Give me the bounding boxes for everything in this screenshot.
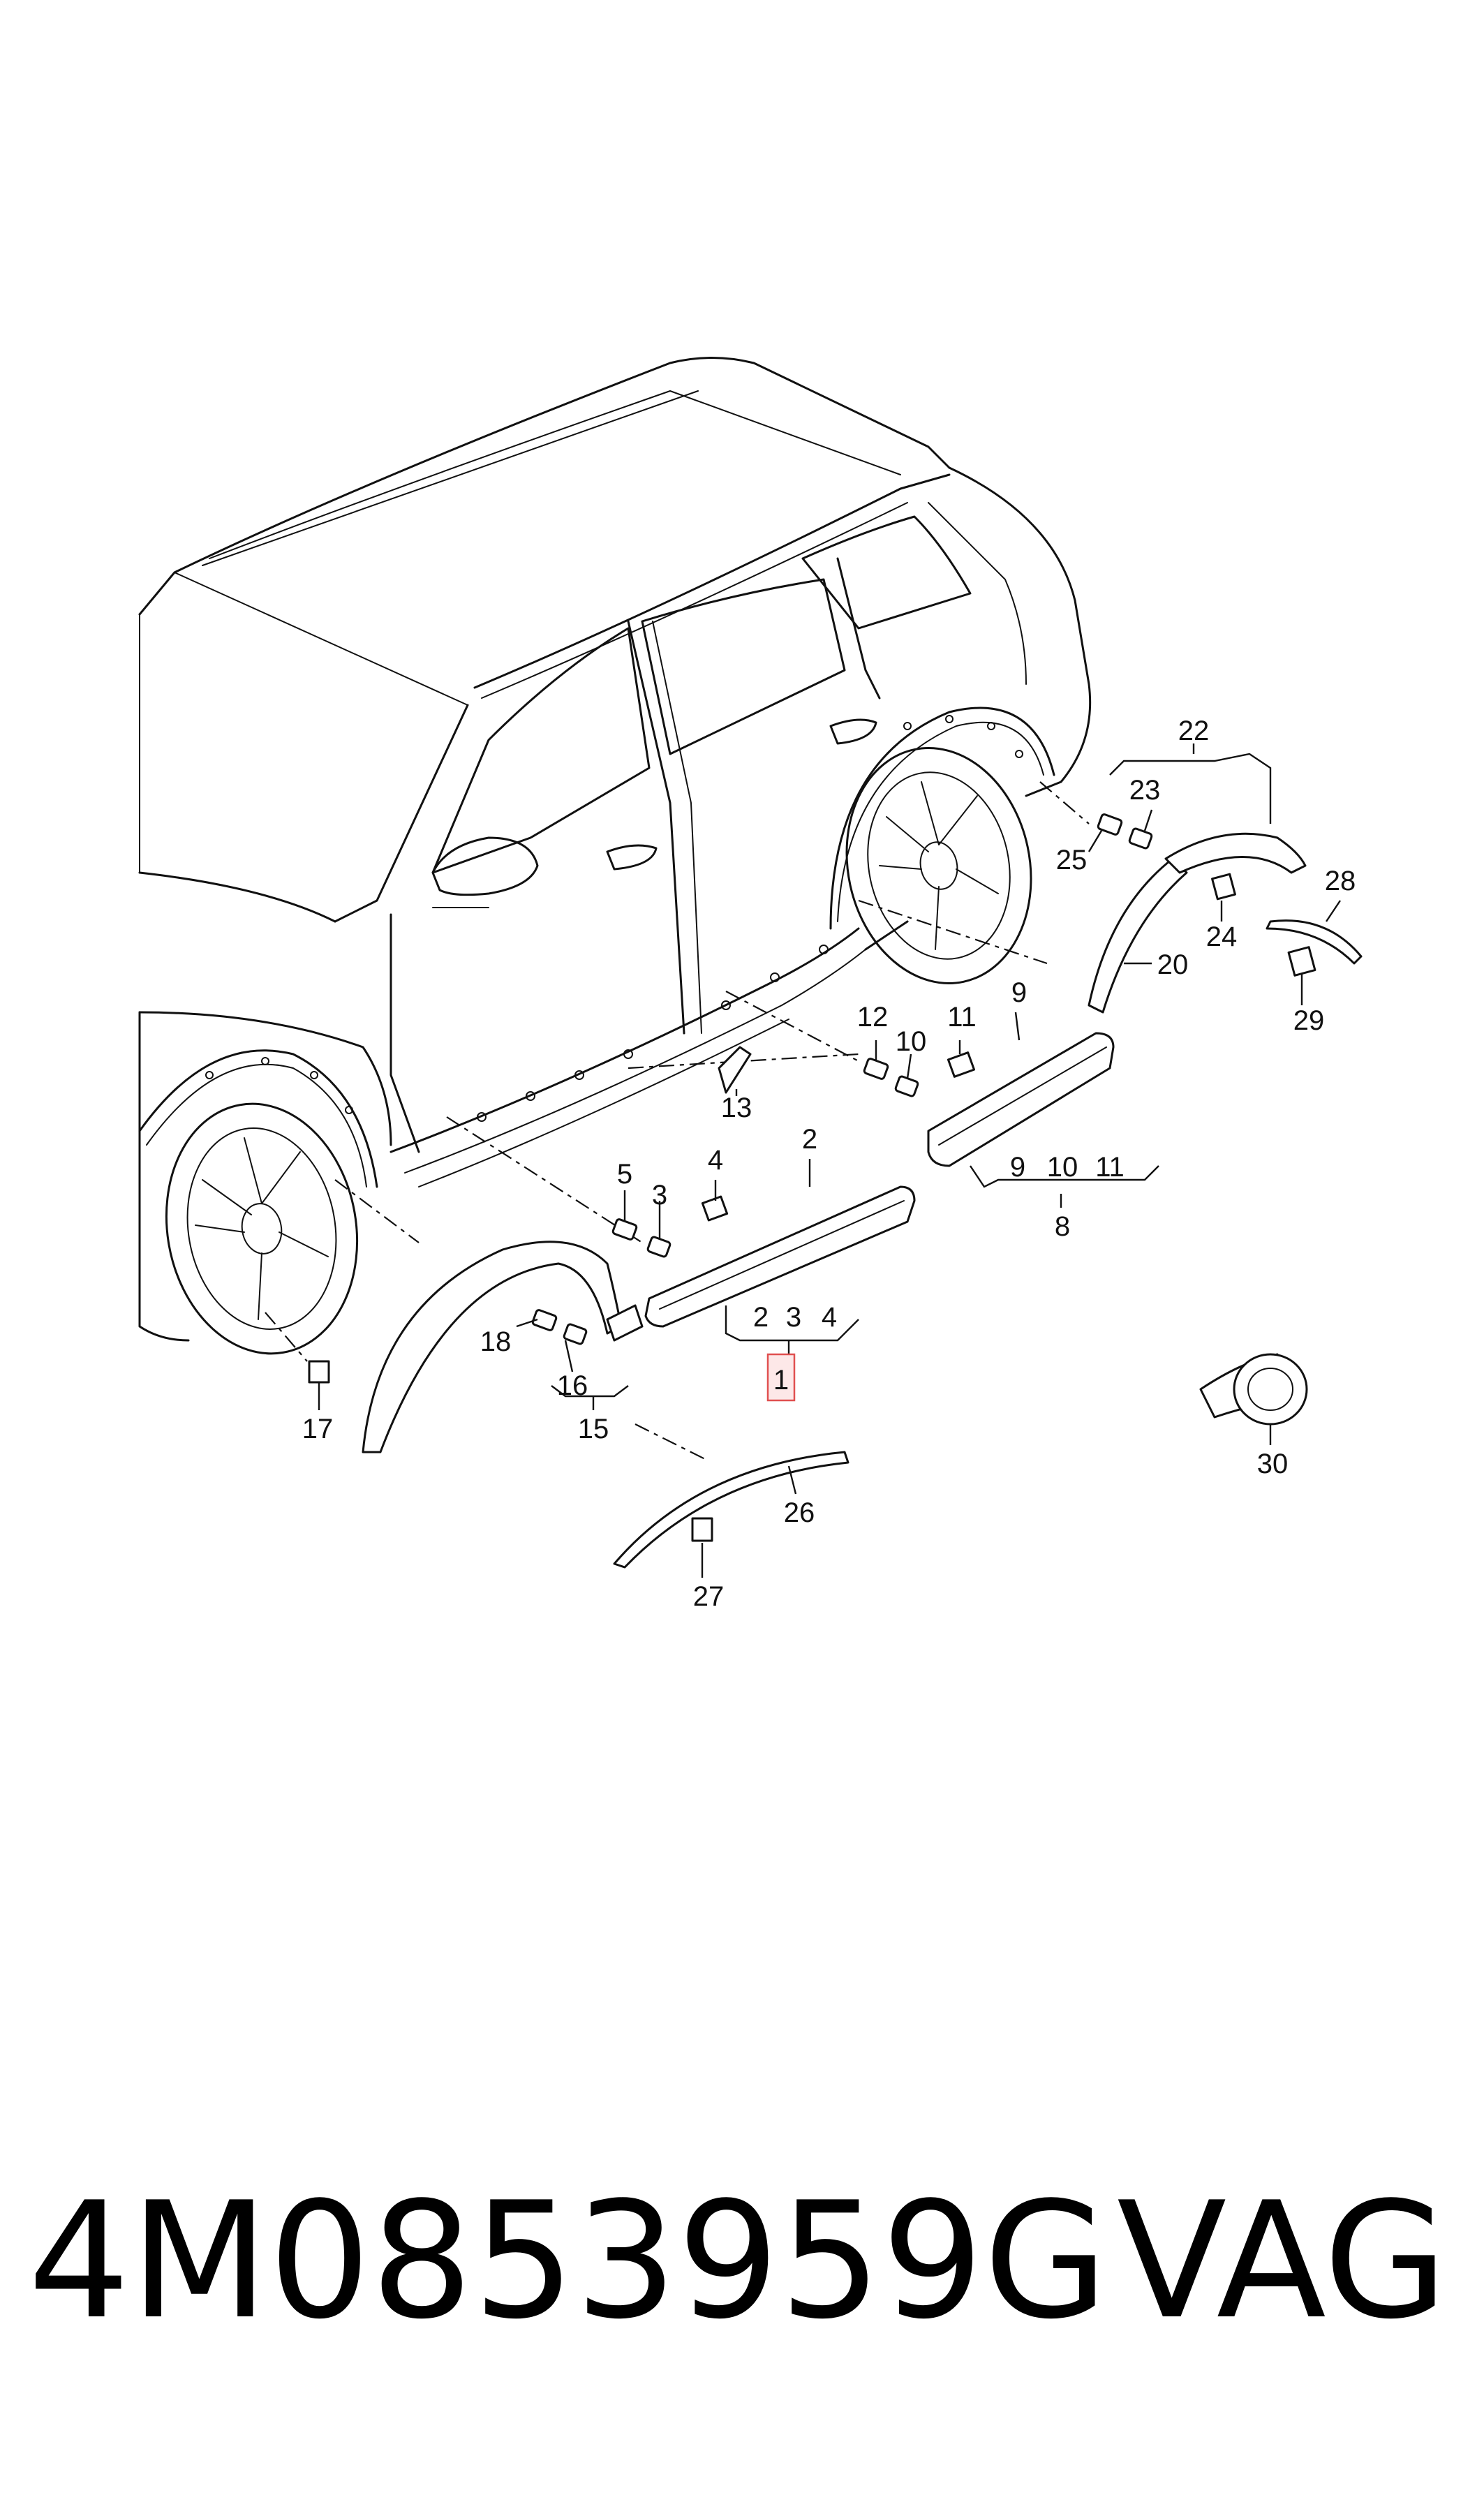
callout-27[interactable]: 27 <box>693 1581 725 1612</box>
parts <box>308 813 1363 1569</box>
callout-15[interactable]: 15 <box>578 1414 609 1444</box>
callout-28[interactable]: 28 <box>1325 866 1356 896</box>
leader-lines <box>318 743 1341 1578</box>
callout-9-a[interactable]: 9 <box>1011 977 1027 1008</box>
trim-strip-26 <box>613 1451 849 1569</box>
callout-13[interactable]: 13 <box>721 1093 752 1123</box>
callout-22[interactable]: 22 <box>1178 716 1210 746</box>
callout-labels: 22 23 25 28 24 20 29 12 10 11 9 13 2 4 9… <box>302 716 1356 1612</box>
callout-17[interactable]: 17 <box>302 1414 334 1444</box>
callout-4-b[interactable]: 4 <box>822 1302 837 1333</box>
callout-29[interactable]: 29 <box>1293 1005 1325 1036</box>
callout-1-highlight[interactable]: 1 <box>766 1353 796 1402</box>
part-number: 4M0853959G <box>28 2168 1108 2355</box>
rear-arch-trim-22 <box>1164 832 1307 874</box>
clip-27 <box>691 1517 713 1542</box>
clip-17 <box>308 1360 330 1384</box>
callout-8[interactable]: 8 <box>1055 1211 1070 1242</box>
callout-10-a[interactable]: 10 <box>896 1026 927 1057</box>
callout-30[interactable]: 30 <box>1257 1449 1289 1479</box>
callout-26[interactable]: 26 <box>784 1497 815 1528</box>
callout-10-b[interactable]: 10 <box>1047 1152 1078 1183</box>
door-moulding-rear-9 <box>927 1032 1115 1167</box>
highlight-box <box>766 1353 796 1402</box>
arch-end-piece <box>606 1304 644 1342</box>
callout-11-a[interactable]: 11 <box>947 1002 977 1033</box>
footer: 4M0853959G VAG <box>0 2171 1484 2353</box>
callout-9-b[interactable]: 9 <box>1010 1152 1025 1183</box>
callout-1[interactable]: 1 <box>773 1365 789 1396</box>
callout-18[interactable]: 18 <box>480 1326 512 1357</box>
trim-piece-13 <box>718 1046 752 1094</box>
callout-4-a[interactable]: 4 <box>708 1145 723 1176</box>
callout-11-b[interactable]: 11 <box>1095 1152 1125 1183</box>
tape-roll-30 <box>1199 1353 1308 1426</box>
trim-strip-28 <box>1266 919 1363 965</box>
callout-16[interactable]: 16 <box>557 1370 588 1401</box>
front-arch-trim-15 <box>362 1241 623 1453</box>
callout-23[interactable]: 23 <box>1129 775 1161 806</box>
rear-arch-trim-20 <box>1088 857 1188 1014</box>
callout-12[interactable]: 12 <box>857 1002 889 1033</box>
body-clip-holes <box>205 715 1023 1122</box>
clip-24 <box>1211 873 1236 901</box>
clip-11 <box>947 1051 976 1078</box>
callout-25[interactable]: 25 <box>1056 845 1088 875</box>
callout-2-b[interactable]: 2 <box>753 1302 769 1333</box>
callout-20[interactable]: 20 <box>1157 949 1189 980</box>
brand-label: VAG <box>1117 2168 1448 2355</box>
callout-3-a[interactable]: 3 <box>652 1180 667 1211</box>
clip-29 <box>1287 946 1316 977</box>
vehicle-outline <box>138 357 1092 1355</box>
door-moulding-front-2 <box>644 1185 916 1328</box>
clip-4 <box>701 1195 729 1222</box>
callout-3-b[interactable]: 3 <box>786 1302 801 1333</box>
fastener-pins <box>531 813 1153 1345</box>
callout-5[interactable]: 5 <box>617 1159 632 1190</box>
callout-2-a[interactable]: 2 <box>802 1124 817 1155</box>
callout-24[interactable]: 24 <box>1206 922 1238 952</box>
